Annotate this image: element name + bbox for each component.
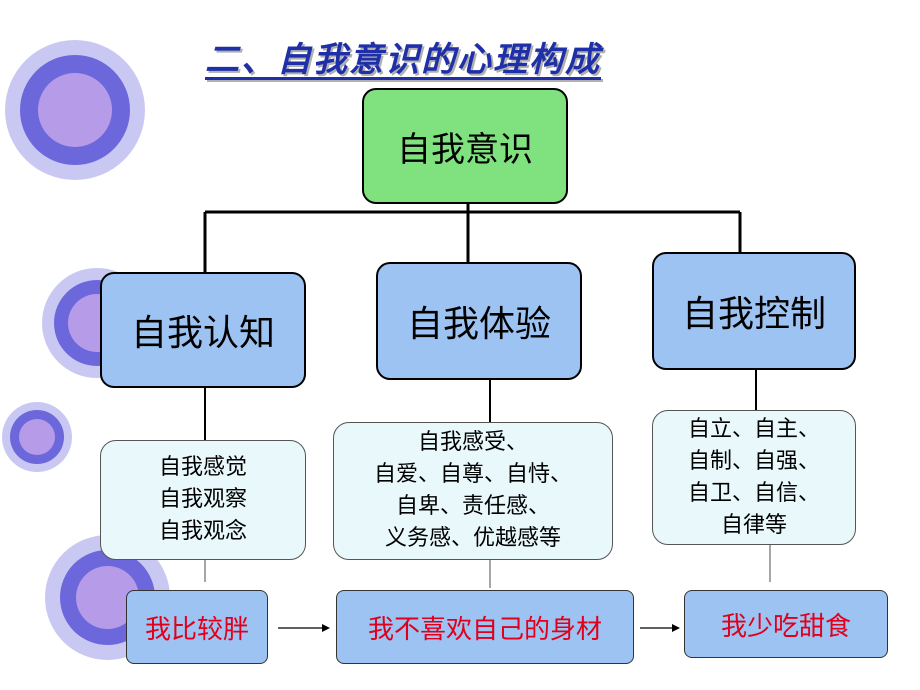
detail-line: 自爱、自尊、自恃、	[373, 462, 572, 487]
detail-self-control: 自立、自主、 自制、自强、 自卫、自信、 自律等	[652, 410, 856, 545]
decor-circle-large-core	[38, 73, 112, 147]
detail-line: 自制、自强、	[687, 448, 820, 474]
detail-self-cognition: 自我感觉 自我观察 自我观念	[100, 440, 306, 560]
detail-line: 自我感受、	[417, 430, 528, 455]
detail-line: 义务感、优越感等	[384, 526, 561, 551]
detail-self-experience: 自我感受、 自爱、自尊、自恃、 自卑、责任感、 义务感、优越感等	[333, 422, 613, 560]
example-self-control: 我少吃甜食	[684, 590, 888, 658]
detail-line: 自立、自主、	[687, 416, 820, 442]
decor-circle-small-core	[19, 419, 55, 455]
detail-line: 自卑、责任感、	[395, 494, 550, 519]
detail-line: 自我观念	[158, 519, 247, 544]
detail-line: 自卫、自信、	[687, 480, 820, 506]
detail-line: 自我感觉	[158, 455, 247, 480]
category-self-experience: 自我体验	[376, 262, 582, 380]
root-node: 自我意识	[362, 88, 568, 204]
detail-line: 自我观察	[158, 487, 247, 512]
page-title: 二、自我意识的心理构成	[205, 40, 601, 80]
example-self-cognition: 我比较胖	[126, 590, 268, 664]
detail-line: 自律等	[720, 512, 787, 538]
category-self-control: 自我控制	[652, 252, 856, 370]
category-self-cognition: 自我认知	[100, 272, 306, 388]
example-self-experience: 我不喜欢自己的身材	[336, 590, 634, 664]
